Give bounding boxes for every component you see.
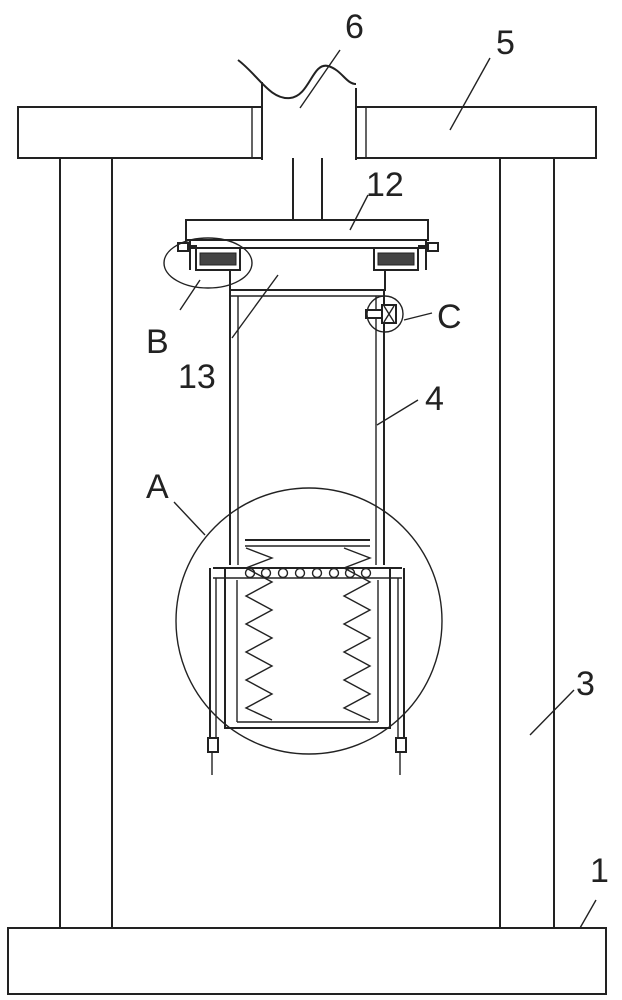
side-column-right [499,157,555,929]
label-13: 13 [178,358,216,396]
left-clamp-assembly [177,242,241,271]
cylinder [237,59,367,160]
reference-labels: 6 5 12 B 13 C 4 A 3 1 [146,8,609,890]
label-12: 12 [366,166,404,204]
leader-lines [173,49,597,929]
sleeve [229,290,385,565]
label-c: C [437,298,462,336]
detail-circle-a [175,487,443,755]
right-clamp-assembly [373,242,439,271]
label-a: A [146,468,169,506]
side-column-left [59,157,113,929]
label-4: 4 [425,380,444,418]
clamp-plate [229,247,386,291]
label-3: 3 [576,665,595,703]
spring-right [342,547,372,721]
label-5: 5 [496,24,515,62]
piston-rod [292,158,323,220]
base-plate [7,927,607,995]
outer-legs [207,568,407,775]
label-1: 1 [590,852,609,890]
label-6: 6 [345,8,364,46]
bolt-c [365,295,404,333]
label-b: B [146,323,169,361]
detail-circle-b [163,237,253,289]
spring-left [244,547,274,721]
detail-circle-c [366,295,404,333]
